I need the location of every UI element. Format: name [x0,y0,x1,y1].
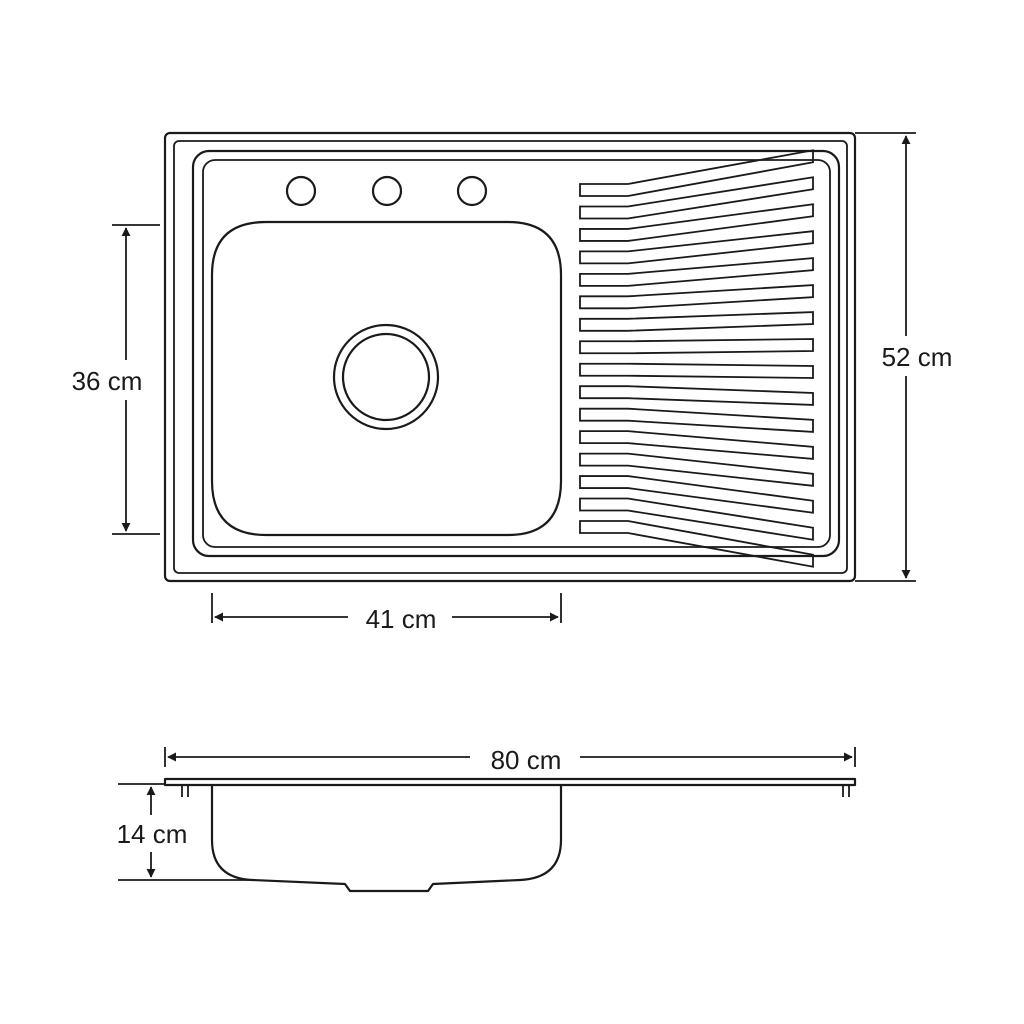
side-rim [163,777,857,787]
drainboard-rib [579,407,814,433]
bowl-profile [210,783,563,893]
drain-inner-icon [341,332,431,422]
drainboard-rib [579,385,814,406]
sink-top-view [163,131,857,583]
sink-outer-rim [163,131,857,583]
drainboard-rib [579,176,814,220]
sink-rim-edge [173,140,848,574]
drainboard-rib [579,362,814,379]
faucet-hole-icon [371,175,403,207]
overall-height-label: 52 cm [882,342,953,372]
faucet-hole-icon [456,175,488,207]
drainboard-rib [579,284,814,310]
dimension-overall-width: 80 cm [164,745,856,775]
drainboard-rib [579,149,814,197]
drainboard-rib [579,520,814,568]
faucet-holes [285,175,488,207]
drainboard-rib [579,475,814,514]
sink-deck-inner [202,159,831,548]
faucet-hole-icon [285,175,317,207]
drainboard-rib [579,430,814,460]
drainboard-rib [579,338,814,355]
bowl-height-label: 36 cm [72,366,143,396]
overall-width-label: 80 cm [491,745,562,775]
drainboard-ribs [579,149,814,568]
drainboard-rib [579,452,814,487]
drainboard-rib [579,230,814,265]
drainboard-rib [579,257,814,287]
drainboard-rib [579,203,814,242]
sink-side-view [163,777,857,893]
drain-outer-icon [332,323,440,431]
depth-label: 14 cm [117,819,188,849]
drainboard-rib [579,311,814,332]
dimension-bowl-width: 41 cm [211,593,562,634]
dimension-bowl-height: 36 cm [72,224,160,535]
sink-deck-outline [191,149,841,558]
dimension-overall-height: 52 cm [855,132,953,582]
dimension-depth: 14 cm [117,783,252,881]
sink-bowl [210,220,563,537]
bowl-width-label: 41 cm [366,604,437,634]
drainboard-rib [579,497,814,541]
